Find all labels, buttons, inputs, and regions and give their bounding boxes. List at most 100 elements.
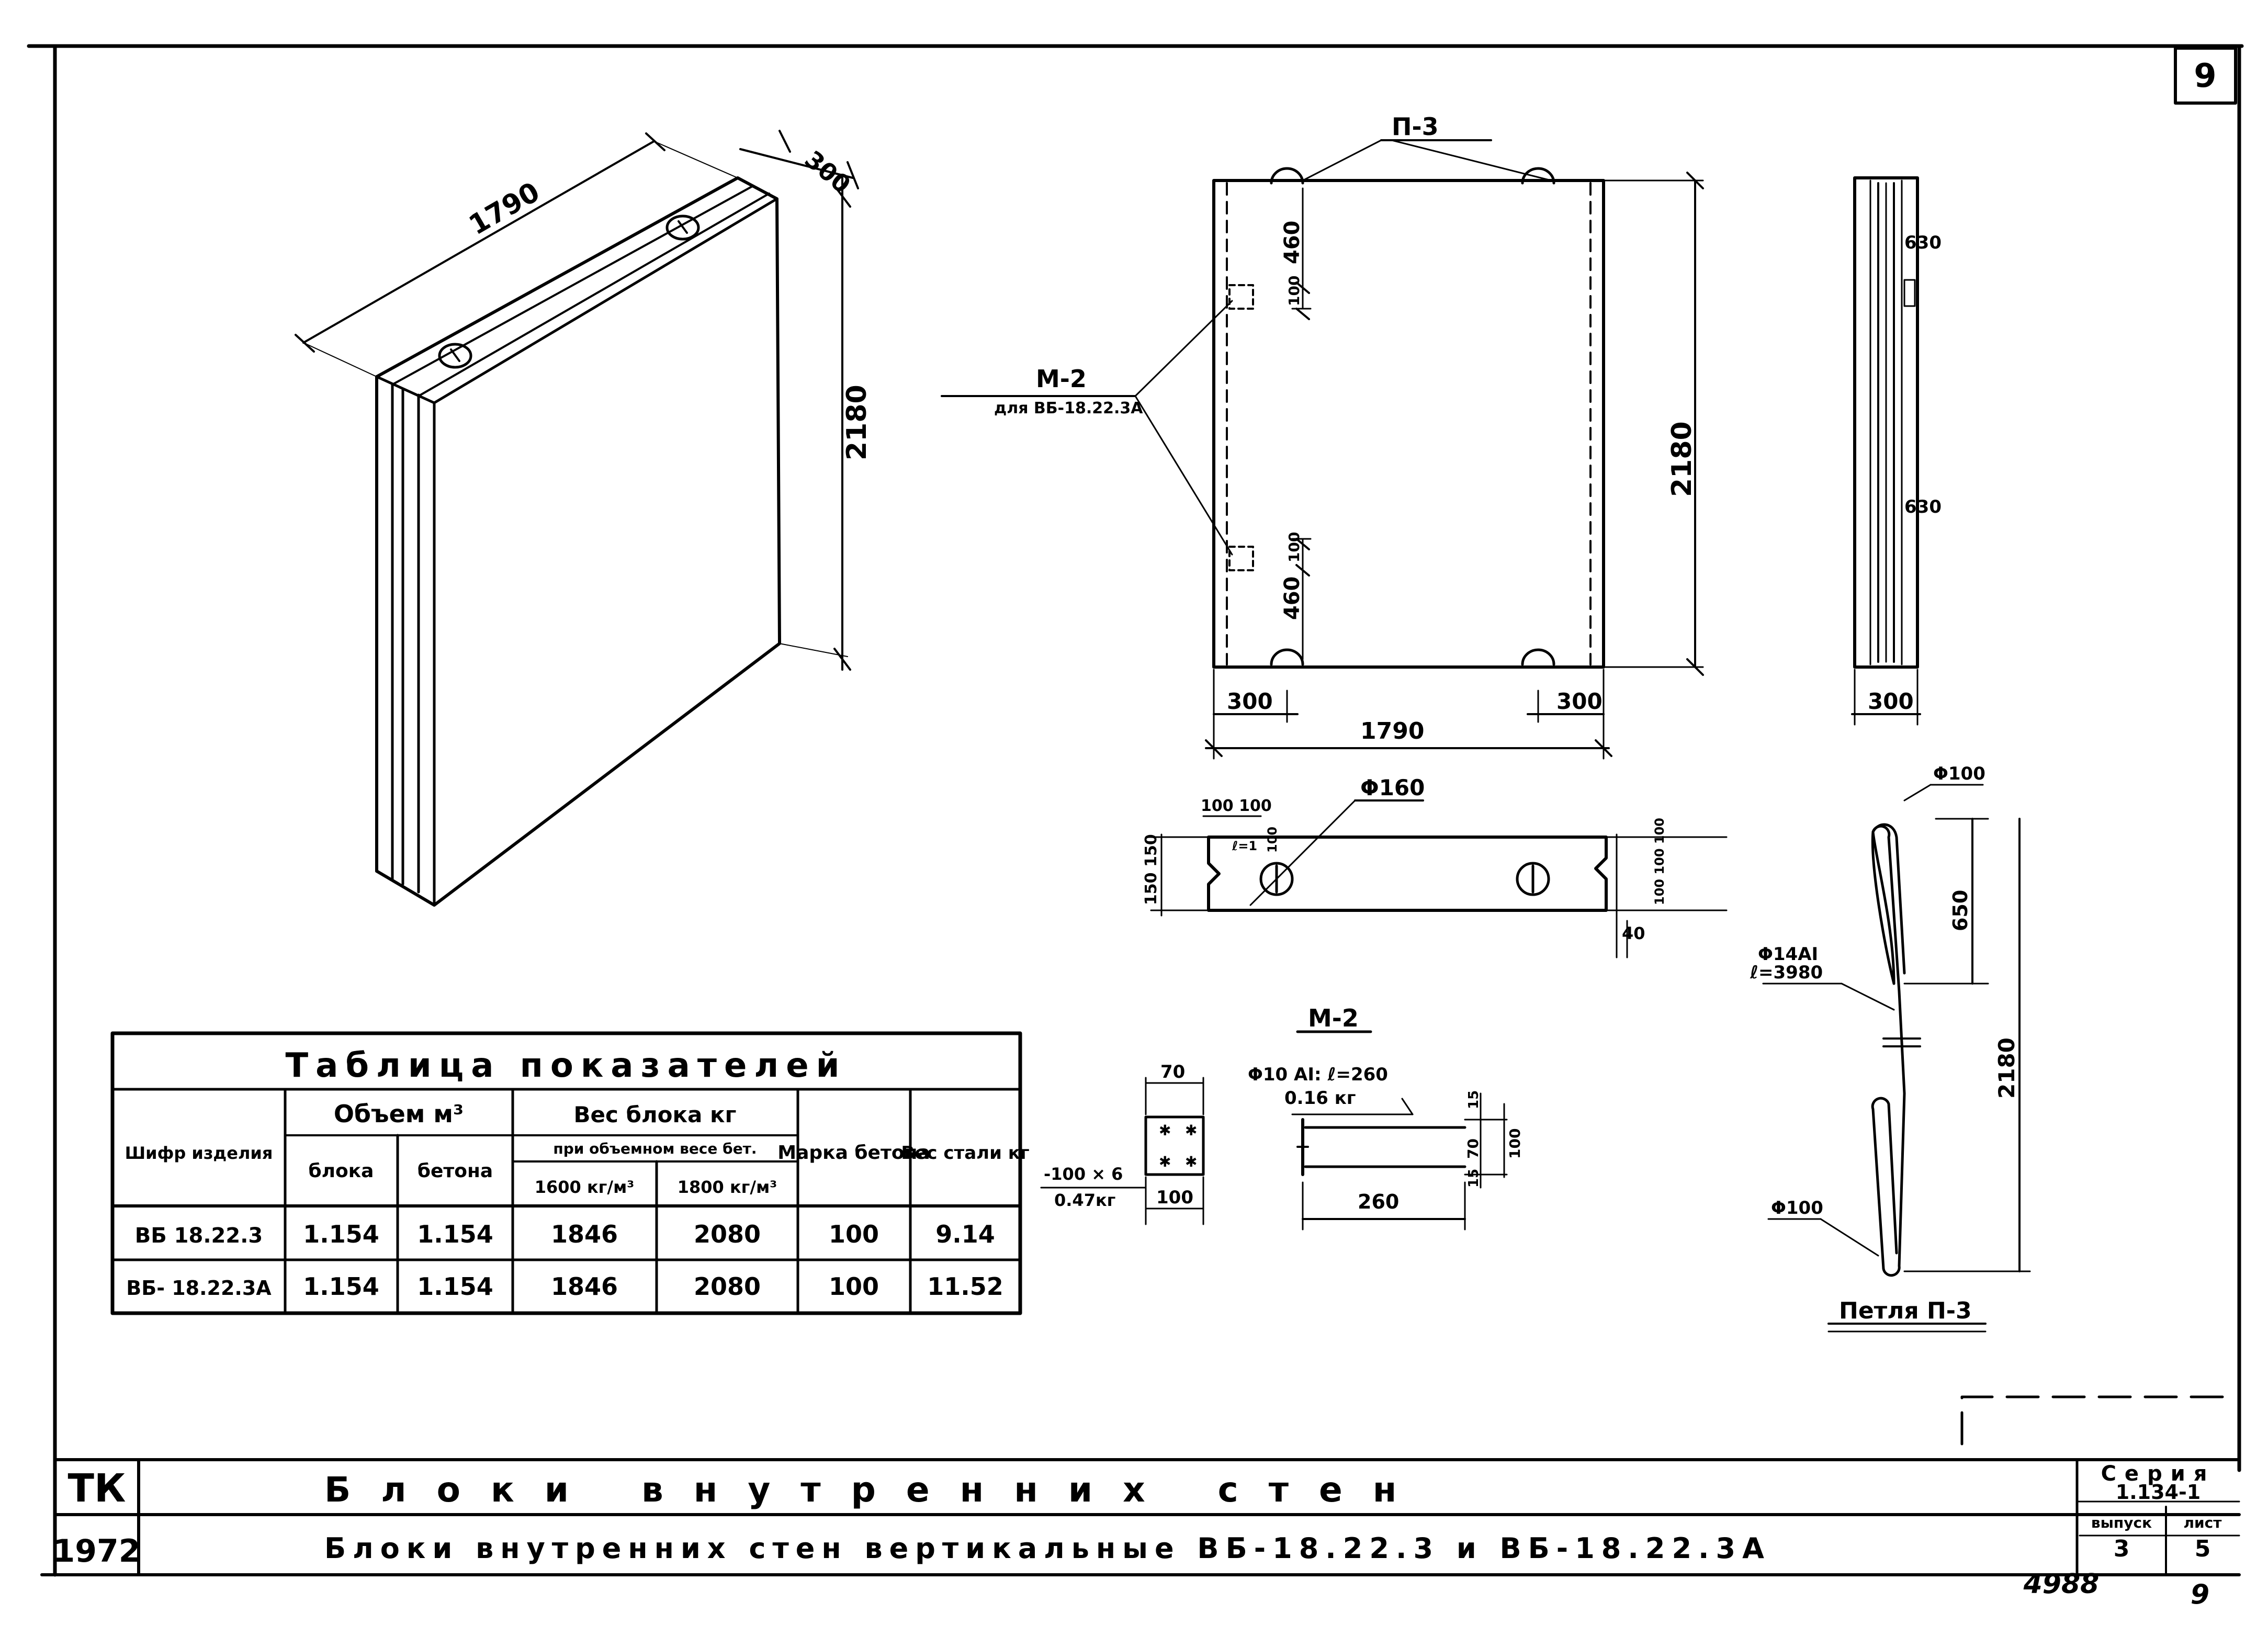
series-value: 1.134-1 — [2116, 1481, 2201, 1504]
svg-text:✱: ✱ — [1159, 1153, 1171, 1170]
m2-label: М-2 — [1036, 365, 1087, 393]
m2-plate-note: -100 × 6 — [1044, 1164, 1123, 1184]
m2-dim-70: 70 — [1464, 1138, 1482, 1159]
dim-300-right: 300 — [1556, 689, 1603, 714]
row-w1800: 2080 — [694, 1272, 761, 1301]
row-steel: 9.14 — [935, 1220, 995, 1248]
table-header-volume: Объем м³ — [334, 1100, 464, 1128]
loop-d100-top: Φ100 — [1933, 763, 1985, 784]
table-header-vol-concrete: бетона — [418, 1160, 493, 1182]
issue-label: выпуск — [2091, 1514, 2152, 1531]
loop-p3-detail — [1762, 784, 2031, 1333]
side-view — [1851, 176, 1921, 726]
lifting-loop-icon — [438, 343, 472, 369]
row-code: ВБ 18.22.3 — [135, 1224, 263, 1248]
row-w1600: 1846 — [551, 1272, 618, 1301]
table-header-weight: Вес блока кг — [574, 1102, 737, 1127]
m2-plate-70: 70 — [1160, 1062, 1185, 1082]
row-vol-concrete: 1.154 — [417, 1220, 493, 1248]
table-header-code: Шифр изделия — [125, 1143, 273, 1163]
issue-value: 3 — [2114, 1536, 2130, 1562]
section-dim-left: 150 150 — [1142, 834, 1160, 905]
row-grade: 100 — [829, 1220, 879, 1248]
sheet-value: 5 — [2195, 1536, 2211, 1562]
loop-title: Петля П-3 — [1839, 1297, 1972, 1324]
front-view — [941, 139, 1704, 760]
iso-dim-length: 1790 — [464, 176, 545, 241]
title-block-grid — [53, 1395, 2241, 1576]
sheet-label: лист — [2184, 1514, 2222, 1531]
row-vol-concrete: 1.154 — [417, 1272, 493, 1301]
loop-label: П-3 — [1392, 112, 1439, 141]
title-line-2: Блоки внутренних стен вертикальные ВБ-18… — [324, 1532, 1771, 1565]
m2-plate-weight: 0.47кг — [1054, 1190, 1115, 1210]
series-label: Серия — [2101, 1462, 2216, 1486]
title-line-1: Блоки внутренних стен — [324, 1470, 1427, 1510]
iso-dim-height: 2180 — [841, 385, 873, 460]
m2-plate-100: 100 — [1156, 1187, 1193, 1208]
org-code: ТК — [68, 1466, 126, 1511]
table-header-weight-sub: при объемном весе бет. — [553, 1140, 757, 1157]
dim-300-left: 300 — [1227, 689, 1273, 714]
m2-detail-title: М-2 — [1308, 1004, 1359, 1032]
side-dim-30-top: 630 — [1904, 232, 1942, 253]
loop-dim-650: 650 — [1949, 890, 1972, 931]
top-section-view — [1150, 799, 1728, 958]
m2-note: для ВБ-18.22.3А — [994, 399, 1143, 417]
table-row: ВБ 18.22.3 1.154 1.154 1846 2080 100 9.1… — [135, 1220, 995, 1248]
dim-100-bottom: 100 — [1285, 532, 1303, 562]
page-mark: 9 — [2191, 1579, 2209, 1610]
loop-d100-bottom: Φ100 — [1771, 1198, 1823, 1218]
dim-460-bottom: 460 — [1280, 577, 1304, 620]
svg-text:✱: ✱ — [1185, 1122, 1197, 1139]
lifting-loop-icon — [665, 215, 700, 241]
section-dim-100-v: 100 — [1265, 827, 1280, 853]
row-grade: 100 — [829, 1272, 879, 1301]
loop-bar-label: Φ14АI — [1758, 944, 1818, 965]
page-number-box — [2174, 47, 2237, 105]
m2-detail: ✱ ✱ ✱ ✱ — [1040, 1030, 1508, 1231]
table-header-w1800: 1800 кг/м³ — [678, 1177, 777, 1197]
svg-text:✱: ✱ — [1159, 1122, 1171, 1139]
sheet-frame — [27, 44, 2244, 1577]
section-dim-d160: Φ160 — [1360, 775, 1425, 800]
row-code: ВБ- 18.22.3А — [126, 1277, 272, 1300]
year: 1972 — [53, 1533, 141, 1570]
dim-1790: 1790 — [1360, 718, 1424, 744]
table-row: ВБ- 18.22.3А 1.154 1.154 1846 2080 100 1… — [126, 1272, 1003, 1301]
row-steel: 11.52 — [927, 1272, 1003, 1301]
m2-dim-100: 100 — [1506, 1129, 1524, 1159]
dim-2180: 2180 — [1666, 421, 1698, 497]
loop-dim-2180: 2180 — [1994, 1037, 2019, 1099]
row-vol-block: 1.154 — [303, 1220, 379, 1248]
table-header-steel: Вес стали кг — [901, 1143, 1029, 1164]
side-dim-300: 300 — [1868, 689, 1914, 714]
side-dim-30-bottom: 630 — [1904, 496, 1942, 517]
indicators-table-grid — [110, 1031, 1022, 1315]
m2-dim-15-top: 15 — [1466, 1090, 1482, 1109]
m2-bar-weight: 0.16 кг — [1284, 1088, 1356, 1109]
section-dim-right: 100 100 100 — [1652, 818, 1667, 905]
row-w1600: 1846 — [551, 1220, 618, 1248]
dim-100-top: 100 — [1285, 276, 1303, 306]
iso-dim-thickness: 300 — [799, 145, 856, 199]
table-header-grade: Марка бетона — [777, 1142, 930, 1164]
page-number: 9 — [2194, 57, 2216, 95]
section-dim-40: 40 — [1622, 923, 1645, 943]
table-header-vol-block: блока — [309, 1160, 374, 1182]
m2-dim-15-bottom: 15 — [1466, 1169, 1482, 1188]
row-w1800: 2080 — [694, 1220, 761, 1248]
section-dim-100-100: 100 100 — [1201, 797, 1272, 815]
loop-bar-length: ℓ=3980 — [1750, 962, 1823, 983]
svg-text:✱: ✱ — [1185, 1153, 1197, 1170]
stamp-number: 4988 — [2023, 1568, 2100, 1600]
m2-dim-260: 260 — [1358, 1190, 1399, 1213]
table-header-w1600: 1600 кг/м³ — [535, 1177, 635, 1197]
section-note-l: ℓ=1 — [1232, 839, 1257, 853]
m2-bar-label: Φ10 АI: ℓ=260 — [1248, 1064, 1388, 1085]
table-title: Таблица показателей — [286, 1046, 847, 1085]
isometric-view — [295, 130, 859, 907]
dim-460-top: 460 — [1280, 221, 1304, 265]
row-vol-block: 1.154 — [303, 1272, 379, 1301]
